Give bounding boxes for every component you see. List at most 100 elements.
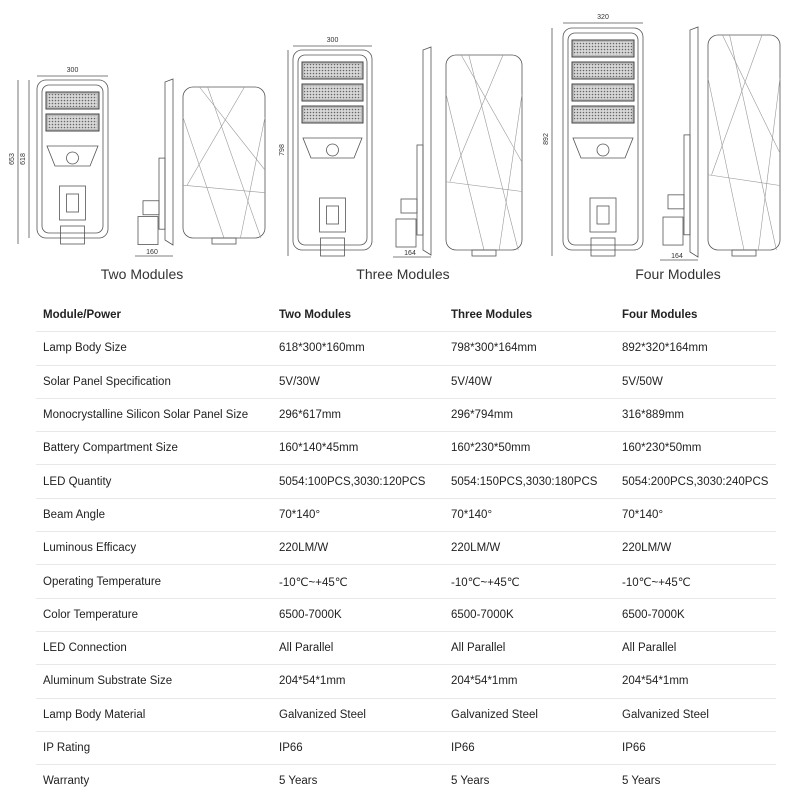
mount-bracket — [596, 205, 610, 225]
led-module-pattern — [304, 64, 361, 77]
side-battery — [158, 157, 166, 230]
spec-value: 220LM/W — [272, 531, 444, 566]
spec-value: IP66 — [615, 731, 776, 766]
spec-value: All Parallel — [615, 631, 776, 666]
back-reinforcement-line — [182, 117, 225, 239]
back-reinforcement-line — [199, 86, 266, 171]
spec-label: Warranty — [43, 775, 90, 788]
back-reinforcement-line — [445, 93, 485, 251]
sensor-housing — [572, 137, 634, 159]
back-reinforcement-line — [468, 54, 519, 251]
side-clamp — [662, 216, 684, 246]
spec-value: 204*54*1mm — [272, 664, 444, 699]
spec-value: All Parallel — [272, 631, 444, 666]
spec-label: Luminous Efficacy — [36, 531, 272, 566]
spec-value: 618*300*160mm — [272, 331, 444, 366]
pole-clamp — [60, 225, 85, 245]
header-four-modules: Four Modules — [615, 299, 776, 333]
sensor-icon — [596, 143, 610, 157]
side-bracket — [667, 194, 685, 210]
spec-value: 70*140° — [272, 498, 444, 533]
inner-height-dimension: 618 — [20, 153, 27, 165]
sensor-housing — [302, 137, 363, 159]
back-connector — [731, 249, 757, 257]
diagram-title-two-modules: Two Modules — [100, 266, 184, 282]
back-reinforcement-line — [445, 181, 523, 192]
back-reinforcement-line — [711, 34, 763, 175]
spec-label: LED Connection — [36, 631, 272, 666]
pole-clamp — [320, 237, 345, 257]
back-reinforcement-line — [722, 34, 781, 154]
spec-value: 204*54*1mm — [615, 664, 776, 699]
spec-value: Galvanized Steel — [444, 698, 615, 732]
back-reinforcement-line — [186, 86, 245, 186]
back-reinforcement-line — [707, 174, 781, 186]
led-module-pattern — [574, 86, 632, 99]
height-dimension: 892 — [543, 133, 550, 145]
diagram-title-three-modules: Three Modules — [356, 266, 450, 282]
back-reinforcement-line — [207, 86, 262, 239]
side-battery — [416, 144, 424, 236]
back-reinforcement-line — [240, 117, 266, 239]
back-connector — [211, 237, 237, 245]
back-reinforcement-line — [182, 184, 266, 193]
spec-label: Battery Compartment Size — [36, 431, 272, 466]
spec-value: 6500-7000K — [272, 598, 444, 632]
spec-value: 5 Years — [279, 775, 318, 788]
lamp-side-profile — [689, 26, 699, 258]
depth-dimension: 164 — [671, 253, 683, 260]
spec-value: 5054:150PCS,3030:180PCS — [444, 464, 615, 499]
led-module-pattern — [574, 108, 632, 121]
lamp-front-outline — [36, 79, 109, 239]
spec-label: Aluminum Substrate Size — [36, 664, 272, 699]
led-module-pattern — [304, 108, 361, 121]
lamp-front-outline — [562, 27, 644, 251]
spec-label: Color Temperature — [36, 598, 272, 632]
sensor-icon — [66, 151, 79, 165]
mount-plate — [59, 185, 86, 221]
table-header-row: Module/Power Two Modules Three Modules F… — [36, 299, 776, 333]
spec-value: 5V/40W — [444, 365, 615, 399]
mount-plate — [589, 197, 617, 233]
spec-label: Lamp Body Material — [36, 698, 272, 732]
spec-value: 204*54*1mm — [444, 664, 615, 699]
lamp-front-outline — [292, 49, 373, 251]
spec-value: 5V/50W — [615, 365, 776, 399]
back-reinforcement-line — [460, 54, 523, 163]
side-clamp — [137, 216, 159, 245]
led-module-pattern — [48, 116, 97, 129]
lamp-side-profile — [164, 78, 174, 246]
header-module-power: Module/Power — [36, 299, 272, 333]
spec-value: 5054:200PCS,3030:240PCS — [615, 464, 776, 499]
spec-value: 5 Years — [622, 775, 661, 788]
header-two-modules: Two Modules — [272, 299, 444, 333]
spec-value: 70*140° — [444, 498, 615, 533]
pole-clamp — [590, 237, 616, 257]
spec-value: IP66 — [272, 731, 444, 766]
spec-value: 70*140° — [615, 498, 776, 533]
diagram-title-four-modules: Four Modules — [635, 266, 721, 282]
spec-value: 6500-7000K — [444, 598, 615, 632]
spec-value: IP66 — [444, 731, 615, 766]
spec-value: -10℃~+45℃ — [444, 564, 615, 599]
side-bracket — [142, 200, 160, 216]
spec-value: 798*300*164mm — [444, 331, 615, 366]
spec-value: 160*230*50mm — [615, 431, 776, 466]
spec-label: Solar Panel Specification — [36, 365, 272, 399]
spec-value: 316*889mm — [615, 398, 776, 433]
spec-value: 296*794mm — [444, 398, 615, 433]
spec-value: -10℃~+45℃ — [272, 564, 444, 599]
spec-value: Galvanized Steel — [272, 698, 444, 732]
